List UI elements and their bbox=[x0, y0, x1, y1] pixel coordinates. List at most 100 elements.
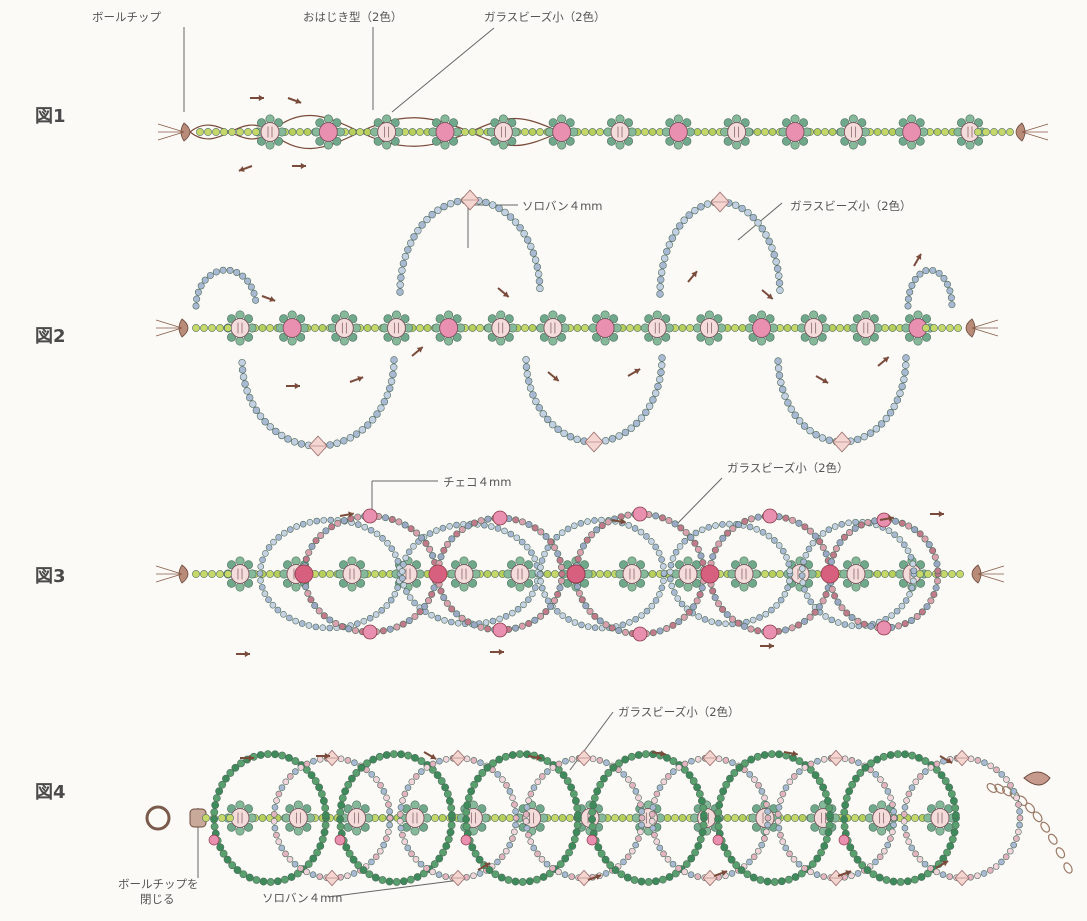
callout-glass-beads-1: ガラスビーズ小（2色） bbox=[484, 10, 606, 24]
small-bead bbox=[528, 549, 535, 556]
small-bead bbox=[308, 542, 316, 550]
small-bead bbox=[691, 848, 699, 857]
small-bead bbox=[746, 858, 753, 866]
small-bead bbox=[348, 774, 356, 783]
small-bead bbox=[396, 817, 404, 825]
small-bead bbox=[641, 128, 649, 136]
small-bead bbox=[822, 835, 831, 844]
small-bead bbox=[516, 224, 524, 232]
small-bead bbox=[666, 568, 674, 576]
small-bead bbox=[848, 780, 857, 789]
small-bead bbox=[389, 370, 397, 379]
small-bead bbox=[568, 873, 576, 880]
small-bead bbox=[303, 128, 312, 136]
small-bead bbox=[312, 537, 320, 545]
small-bead bbox=[782, 784, 790, 791]
small-bead bbox=[678, 324, 687, 332]
small-bead bbox=[913, 613, 921, 621]
small-bead bbox=[753, 752, 762, 761]
small-bead bbox=[361, 523, 369, 531]
small-bead bbox=[252, 128, 260, 136]
small-bead bbox=[547, 602, 555, 610]
small-bead bbox=[716, 794, 725, 802]
small-bead bbox=[801, 865, 808, 872]
small-bead bbox=[848, 114, 858, 124]
small-bead bbox=[586, 607, 594, 615]
small-bead bbox=[887, 835, 894, 842]
small-bead bbox=[929, 266, 937, 274]
small-bead bbox=[777, 831, 784, 839]
small-bead bbox=[930, 590, 938, 598]
small-bead bbox=[318, 324, 327, 332]
small-bead bbox=[323, 114, 333, 124]
small-bead bbox=[658, 556, 665, 563]
small-bead bbox=[208, 324, 216, 332]
small-bead bbox=[694, 755, 702, 763]
small-bead bbox=[556, 556, 564, 564]
small-bead bbox=[722, 780, 731, 789]
small-bead bbox=[446, 828, 455, 837]
small-bead bbox=[228, 861, 237, 870]
small-bead bbox=[222, 774, 230, 783]
small-bead bbox=[523, 804, 531, 811]
small-bead bbox=[663, 625, 671, 633]
small-bead bbox=[888, 570, 897, 578]
small-bead bbox=[664, 773, 672, 780]
small-bead bbox=[808, 860, 817, 869]
small-bead bbox=[363, 759, 371, 768]
ball-tip bbox=[965, 318, 976, 338]
small-bead bbox=[715, 540, 723, 548]
flat-bead bbox=[856, 318, 876, 338]
small-bead bbox=[631, 525, 639, 532]
arrow-head bbox=[634, 368, 641, 375]
small-bead bbox=[933, 760, 941, 768]
small-bead bbox=[235, 826, 245, 836]
small-bead bbox=[922, 768, 929, 775]
small-bead bbox=[776, 570, 784, 578]
small-bead bbox=[851, 556, 861, 566]
small-bead bbox=[315, 607, 323, 615]
small-bead bbox=[378, 814, 387, 822]
small-bead bbox=[477, 759, 484, 767]
callout-glass-beads-3: ガラスビーズ小（2色） bbox=[727, 461, 849, 475]
small-bead bbox=[925, 541, 933, 549]
small-bead bbox=[531, 616, 539, 624]
small-bead bbox=[848, 622, 856, 629]
small-bead bbox=[648, 570, 657, 578]
small-bead bbox=[903, 831, 910, 839]
small-bead bbox=[739, 556, 749, 566]
small-bead bbox=[822, 550, 830, 558]
small-bead bbox=[697, 552, 705, 560]
small-bead bbox=[806, 527, 814, 535]
small-bead bbox=[558, 563, 566, 571]
small-bead bbox=[900, 810, 908, 818]
small-bead bbox=[373, 776, 380, 783]
small-bead bbox=[841, 755, 849, 763]
arrow-head bbox=[295, 98, 302, 104]
small-bead bbox=[453, 530, 461, 538]
small-bead bbox=[908, 844, 916, 852]
chain-link bbox=[1047, 833, 1058, 845]
small-bead bbox=[916, 530, 924, 538]
small-bead bbox=[1015, 828, 1022, 836]
small-bead bbox=[809, 310, 819, 320]
small-bead bbox=[910, 875, 919, 884]
small-bead bbox=[211, 801, 220, 809]
small-bead bbox=[767, 750, 776, 759]
small-bead bbox=[265, 114, 275, 124]
small-bead bbox=[286, 773, 294, 780]
small-bead bbox=[448, 535, 456, 543]
small-bead bbox=[553, 608, 561, 615]
small-bead bbox=[621, 628, 629, 636]
small-bead bbox=[1016, 808, 1023, 815]
small-bead bbox=[798, 572, 806, 579]
small-bead bbox=[392, 878, 401, 886]
small-bead bbox=[637, 828, 644, 836]
small-bead bbox=[846, 843, 855, 852]
small-bead bbox=[341, 787, 350, 796]
small-bead bbox=[350, 870, 358, 877]
small-bead bbox=[818, 434, 827, 442]
small-bead bbox=[390, 356, 398, 364]
small-bead bbox=[366, 614, 374, 622]
small-bead bbox=[357, 763, 366, 772]
